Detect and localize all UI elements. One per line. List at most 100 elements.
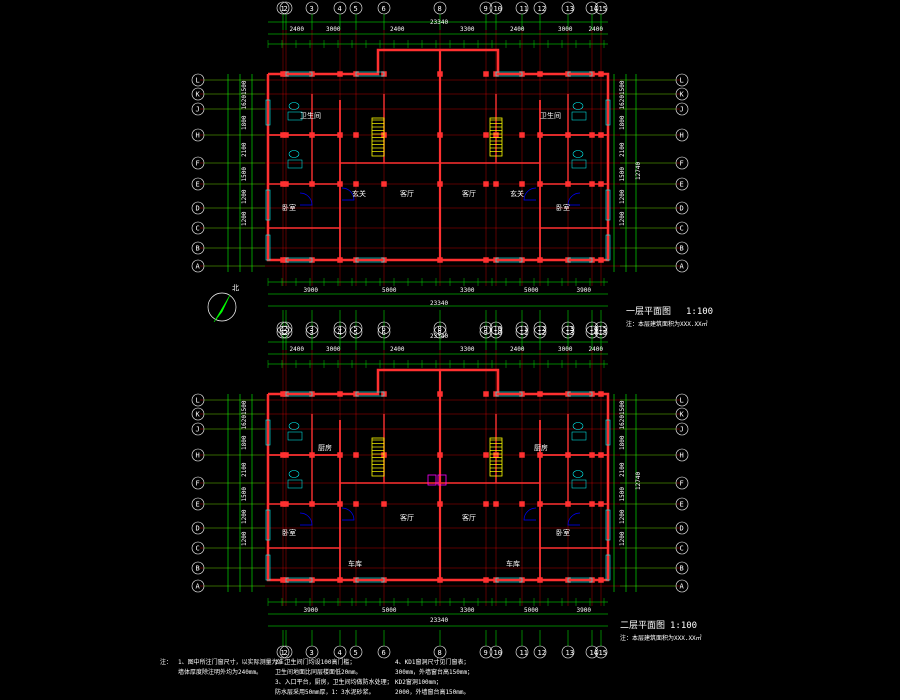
plan2-fixture-magenta-right <box>437 474 447 486</box>
plan2-bottom-axis-label-6: 6 <box>382 649 386 657</box>
plan2-scale: 1:100 <box>670 621 697 631</box>
plan1-window-bottom-2 <box>495 257 523 263</box>
plan1-fixture-3 <box>572 102 584 110</box>
plan2-right-dim-4: 1500 <box>619 487 626 502</box>
plan1-window-top-3 <box>567 71 593 77</box>
plan2-top-axis-label-11: 11 <box>520 325 528 333</box>
plan2-top-axis-label-9: 9 <box>484 325 488 333</box>
plan1-left-dim-5: 1200 <box>241 189 248 204</box>
plan2-bottom-axis-label-2: 2 <box>284 649 288 657</box>
north-arrow-icon <box>207 292 237 323</box>
plan1-top-dim-3: 3300 <box>460 26 475 33</box>
plan2-left-axis-label-C: C <box>196 545 200 553</box>
plan2-bottom-axis-label-13: 13 <box>566 649 574 657</box>
notes-label: 注： <box>160 658 172 666</box>
plan1-right-axis-label-E: E <box>680 181 684 189</box>
note-1b: 墙体厚度除注明外均为240mm。 <box>178 668 262 676</box>
plan1-bottom-axis-label-8: 8 <box>438 329 442 337</box>
plan2-left-dim-6: 1200 <box>241 531 248 546</box>
plan1-right-axis-label-L: L <box>680 77 684 85</box>
plan2-room-kitchen-right: 厨房 <box>534 443 548 452</box>
plan1-top-axis-label-11: 11 <box>520 5 528 13</box>
plan2-right-axis-label-L: L <box>680 397 684 405</box>
plan2-top-axis-label-4: 4 <box>338 325 342 333</box>
plan1-scale: 1:100 <box>686 307 713 317</box>
plan2-bottom-dim-1: 5000 <box>382 607 397 614</box>
plan1-right-dim-0: 1500 <box>619 80 626 95</box>
plan1-bottom-axis-label-13: 13 <box>566 329 574 337</box>
plan2-left-dim-2: 1800 <box>241 435 248 450</box>
plan2-left-dim-5: 1200 <box>241 509 248 524</box>
plan1-window-top-2 <box>495 71 523 77</box>
plan1-window-bottom-0 <box>285 257 313 263</box>
plan2-window-bottom-1 <box>355 577 385 583</box>
plan2-left-axis-label-J: J <box>196 426 200 434</box>
plan1-bottom-axis-label-11: 11 <box>520 329 528 337</box>
note-3: 3、入口平台，厨房，卫生间均做防水处理； <box>275 678 393 686</box>
plan1-top-axis-label-8: 8 <box>438 5 442 13</box>
plan1-door-swing-0 <box>341 187 355 201</box>
plan2-room-garage-right: 车库 <box>506 559 520 568</box>
plan2-door-swing-3 <box>567 512 581 526</box>
plan1-left-dim-0: 1500 <box>241 80 248 95</box>
plan1-right-axis-label-F: F <box>680 160 684 168</box>
north-label: 北 <box>232 284 239 292</box>
plan2-left-axis-label-E: E <box>196 501 200 509</box>
plan2-bottom-total-dim: 23340 <box>430 617 448 624</box>
plan2-door-swing-1 <box>523 507 537 521</box>
plan2-bottom-dim-0: 3900 <box>304 607 319 614</box>
plan1-top-dim-6: 2400 <box>589 26 604 33</box>
plan2-right-axis-label-E: E <box>680 501 684 509</box>
plan2-top-axis-label-12: 12 <box>538 325 546 333</box>
plan2-right-dim-0: 1500 <box>619 400 626 415</box>
plan1-room-entry-left: 玄关 <box>352 189 366 198</box>
plan2-right-axis-label-C: C <box>680 545 684 553</box>
plan1-left-dim-4: 1500 <box>241 167 248 182</box>
plan2-bottom-axis-label-8: 8 <box>438 649 442 657</box>
plan1-bottom-axis-label-4: 4 <box>338 329 342 337</box>
plan2-left-axis-label-L: L <box>196 397 200 405</box>
plan2-window-top-1 <box>355 391 385 397</box>
plan1-room-entry-right: 玄关 <box>510 189 524 198</box>
plan2-fixture-2 <box>288 422 300 430</box>
plan1-bottom-axis-label-3: 3 <box>310 329 314 337</box>
plan1-right-dim-4: 1500 <box>619 167 626 182</box>
plan1-fixture-0 <box>288 150 300 158</box>
plan2-bottom-axis-label-1: 1 <box>281 649 285 657</box>
note-4c: KD2窗洞100mm； <box>395 678 442 686</box>
plan1-left-axis-label-C: C <box>196 225 200 233</box>
plan1-window-right-0 <box>605 99 611 126</box>
plan1-left-dim-2: 1800 <box>241 115 248 130</box>
plan-labels: 一层平面图 1:100 注：本层建筑面积为XXX.XX㎡ 二层平面图 1:100… <box>160 5 713 696</box>
plan2-right-axis-label-D: D <box>680 525 684 533</box>
plan2-side-total-dim: 12740 <box>635 472 642 490</box>
plan2-top-dim-6: 2400 <box>589 346 604 353</box>
plan1-left-axis-label-K: K <box>196 91 201 99</box>
plan2-right-axis-label-J: J <box>680 426 684 434</box>
note-4b: 300mm，外墙窗台高150mm； <box>395 668 473 676</box>
plan1-title: 一层平面图 <box>626 306 671 317</box>
plan2-bottom-axis-label-3: 3 <box>310 649 314 657</box>
plan1-right-axis-label-C: C <box>680 225 684 233</box>
plan1-right-dim-2: 1800 <box>619 115 626 130</box>
plan2-right-dim-1: 1620 <box>619 415 626 430</box>
plan2-right-dim-3: 2100 <box>619 462 626 477</box>
plan1-bottom-axis-label-9: 9 <box>484 329 488 337</box>
plan1-bottom-dim-2: 3300 <box>460 287 475 294</box>
plan2-top-axis-label-14: 14 <box>590 325 598 333</box>
plan2-window-right-0 <box>605 419 611 446</box>
plan2-bottom-axis-label-4: 4 <box>338 649 342 657</box>
note-2b: 卫生间地面比同层楼面低20mm。 <box>275 668 361 676</box>
plan1-top-axis-label-13: 13 <box>566 5 574 13</box>
plan2-window-left-2 <box>265 554 271 581</box>
plan1-top-axis-label-2: 2 <box>284 5 288 13</box>
plan1-stair-left <box>371 117 385 157</box>
plan2-left-dim-1: 1620 <box>241 415 248 430</box>
plan2-room-bed-left: 卧室 <box>282 528 296 537</box>
plan1-room-bed-left: 卧室 <box>282 203 296 212</box>
plan1-top-axis-label-14: 14 <box>590 5 598 13</box>
plan1-bottom-axis-label-10: 10 <box>494 329 502 337</box>
plan1-window-top-1 <box>355 71 385 77</box>
plan1-top-axis-label-1: 1 <box>281 5 285 13</box>
plan2-right-dim-2: 1800 <box>619 435 626 450</box>
